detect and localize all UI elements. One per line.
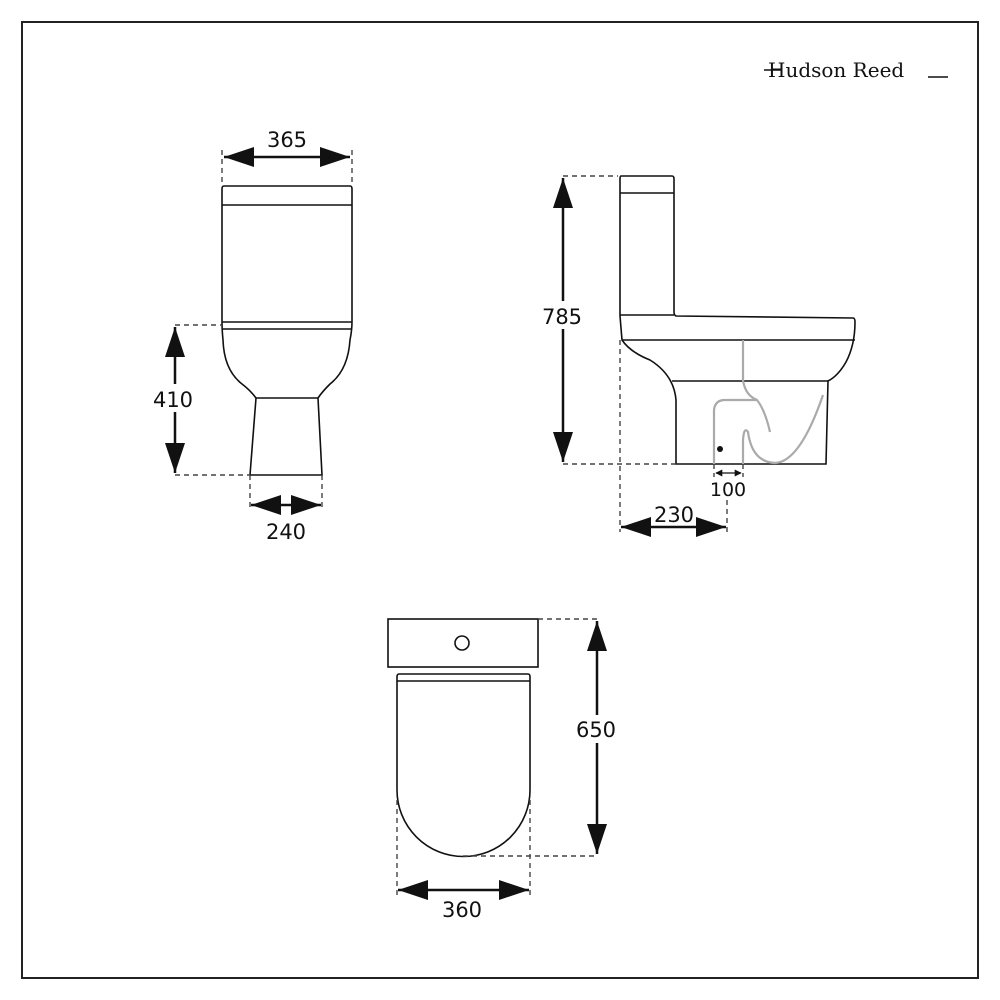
- dimension-label-785: 785: [542, 305, 582, 329]
- top-view: 650 360: [387, 618, 622, 922]
- side-view: 785 100 230: [538, 175, 856, 537]
- outlet-dot: [717, 446, 723, 452]
- dimension-label-100: 100: [710, 479, 746, 501]
- dimension-label-410: 410: [153, 388, 193, 412]
- dimension-label-360: 360: [442, 898, 482, 922]
- trap-outline: [712, 340, 825, 465]
- brand-text: Hudson Reed: [768, 58, 904, 82]
- dimension-label-365: 365: [267, 128, 307, 152]
- frame-border: [21, 21, 979, 979]
- brand-logo: Hudson Reed: [764, 58, 948, 82]
- dimension-label-240: 240: [266, 520, 306, 544]
- front-view: 365 410 240: [150, 128, 353, 544]
- dimension-label-230: 230: [654, 503, 694, 527]
- dimension-label-650: 650: [576, 718, 616, 742]
- flush-button-icon: [454, 635, 470, 651]
